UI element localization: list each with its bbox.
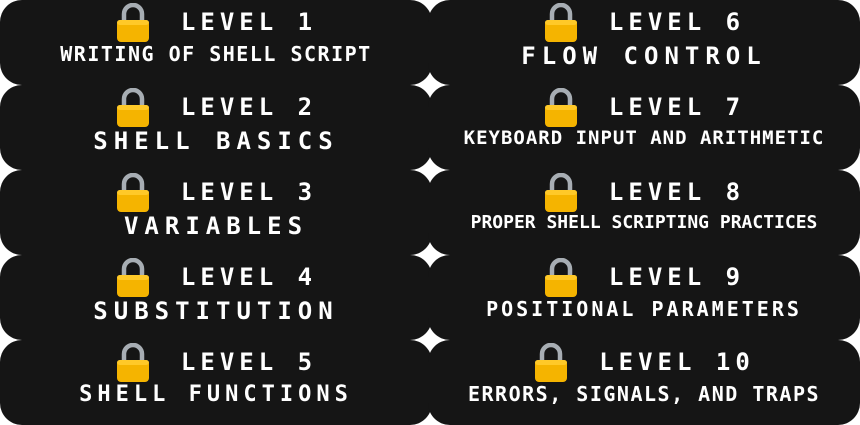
- lock-icon: [544, 258, 577, 297]
- lock-icon: [116, 258, 149, 297]
- level-number: LEVEL 1: [180, 8, 318, 36]
- level-title: FLOW CONTROL: [521, 42, 767, 70]
- level-7-tile[interactable]: LEVEL 7 KEYBOARD INPUT AND ARITHMETIC: [428, 85, 860, 170]
- level-6-tile[interactable]: LEVEL 6 FLOW CONTROL: [428, 0, 860, 85]
- level-number: LEVEL 9: [608, 263, 746, 291]
- level-8-header: LEVEL 8: [543, 170, 745, 214]
- lock-icon: [116, 3, 149, 42]
- level-number: LEVEL 2: [180, 93, 318, 121]
- level-5-tile[interactable]: LEVEL 5 SHELL FUNCTIONS: [0, 340, 432, 425]
- level-title: SHELL FUNCTIONS: [79, 382, 353, 407]
- lock-icon: [535, 343, 568, 382]
- lock-icon: [544, 88, 577, 127]
- level-number: LEVEL 8: [608, 178, 746, 206]
- level-9-tile[interactable]: LEVEL 9 POSITIONAL PARAMETERS: [428, 255, 860, 340]
- level-4-header: LEVEL 4: [115, 255, 317, 299]
- level-number: LEVEL 10: [599, 348, 755, 376]
- lock-icon: [116, 173, 149, 212]
- level-number: LEVEL 4: [180, 263, 318, 291]
- level-title: VARIABLES: [123, 212, 309, 240]
- level-number: LEVEL 5: [180, 348, 318, 376]
- level-6-header: LEVEL 6: [543, 0, 745, 44]
- level-1-header: LEVEL 1: [115, 0, 317, 44]
- level-3-tile[interactable]: LEVEL 3 VARIABLES: [0, 170, 432, 255]
- level-1-tile[interactable]: LEVEL 1 WRITING OF SHELL SCRIPT: [0, 0, 432, 85]
- level-number: LEVEL 6: [608, 8, 746, 36]
- level-number: LEVEL 7: [608, 93, 746, 121]
- lock-icon: [116, 88, 149, 127]
- level-title: PROPER SHELL SCRIPTING PRACTICES: [470, 212, 818, 233]
- level-7-header: LEVEL 7: [543, 85, 745, 129]
- level-title: KEYBOARD INPUT AND ARITHMETIC: [463, 127, 825, 149]
- level-title: SHELL BASICS: [93, 127, 339, 155]
- lock-icon: [544, 173, 577, 212]
- level-title: ERRORS, SIGNALS, AND TRAPS: [467, 382, 821, 406]
- level-number: LEVEL 3: [180, 178, 318, 206]
- level-8-tile[interactable]: LEVEL 8 PROPER SHELL SCRIPTING PRACTICES: [428, 170, 860, 255]
- level-5-header: LEVEL 5: [115, 340, 317, 384]
- lock-icon: [544, 3, 577, 42]
- level-4-tile[interactable]: LEVEL 4 SUBSTITUTION: [0, 255, 432, 340]
- lock-icon: [116, 343, 149, 382]
- level-2-tile[interactable]: LEVEL 2 SHELL BASICS: [0, 85, 432, 170]
- level-2-header: LEVEL 2: [115, 85, 317, 129]
- level-10-tile[interactable]: LEVEL 10 ERRORS, SIGNALS, AND TRAPS: [428, 340, 860, 425]
- level-10-header: LEVEL 10: [533, 340, 755, 384]
- level-title: SUBSTITUTION: [93, 297, 339, 325]
- level-title: WRITING OF SHELL SCRIPT: [60, 42, 372, 66]
- level-title: POSITIONAL PARAMETERS: [486, 297, 802, 321]
- level-3-header: LEVEL 3: [115, 170, 317, 214]
- level-9-header: LEVEL 9: [543, 255, 745, 299]
